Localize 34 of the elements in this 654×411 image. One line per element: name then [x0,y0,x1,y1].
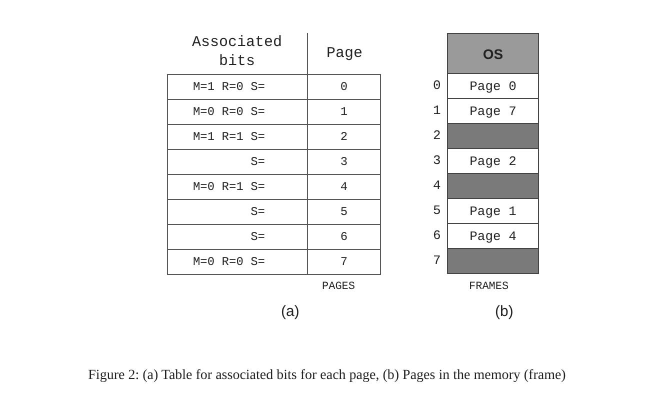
column-header: Page [325,44,364,64]
table-cell: M=1 R=0 S= [167,74,308,100]
frame-number: 1 [433,103,441,118]
memory-frame [447,98,539,124]
frame-label: Page 2 [470,154,516,168]
frame-number: 7 [433,253,441,268]
frame-number: 5 [433,203,441,218]
memory-frame [447,223,539,249]
table-cell: 7 [307,249,381,275]
frame-number: 6 [433,228,441,243]
column-header: Associated bits [190,33,283,72]
table-cell: M=0 R=0 S= [167,249,308,275]
axis-caption: PAGES [322,281,356,293]
frame-label: Page 0 [470,78,516,94]
table-cell: 0 [307,74,381,100]
memory-frame [447,73,539,99]
frame-label: Page 1 [470,204,516,218]
frame-label: OS [482,46,504,62]
frame-number: 2 [433,128,441,143]
memory-frame [447,248,539,274]
caption: Figure 2: (a) Table for associated bits for each page, (b) Pages in the memory (frame) [87,368,567,384]
memory-frame [447,148,539,174]
memory-frame [447,173,539,199]
axis-caption: FRAMES [469,281,509,293]
frame-number: 0 [433,78,441,93]
frame-number: 4 [433,178,441,193]
frame-number: 3 [433,153,441,168]
panel-label: (b) [495,303,514,320]
memory-frame [447,198,539,224]
frame-label: Page 7 [470,104,516,118]
frame-label: Page 4 [470,228,516,244]
memory-frame [447,33,539,74]
memory-frame [447,123,539,149]
panel-label: (a) [281,303,300,320]
